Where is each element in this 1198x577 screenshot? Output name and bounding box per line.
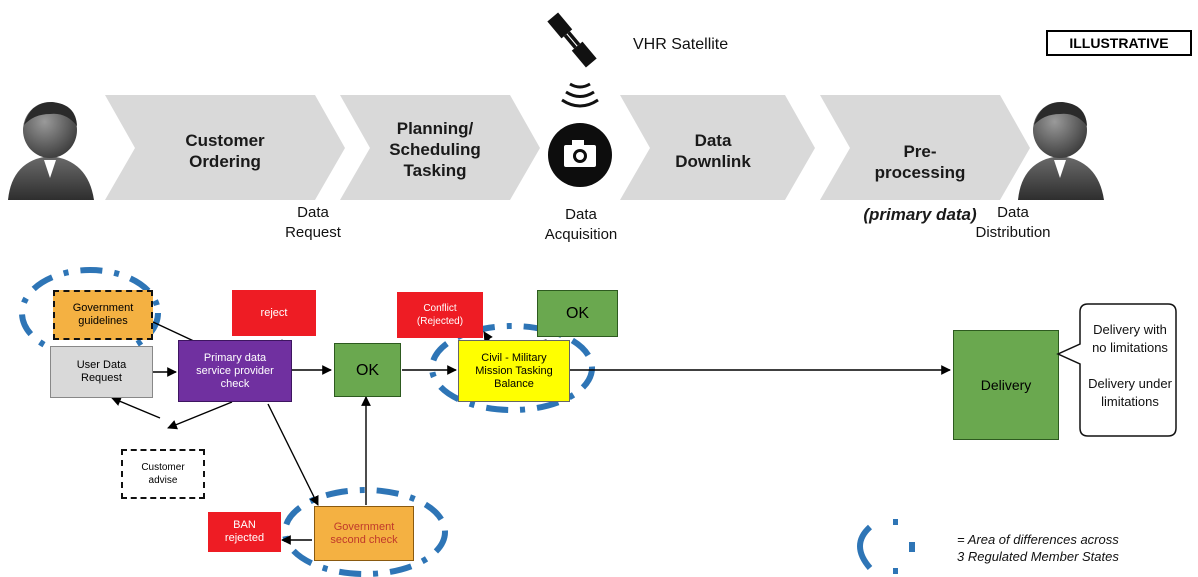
milestone-data-acquisition: Data Acquisition	[544, 206, 618, 243]
callout-under-limitations: Delivery under limitations	[1088, 376, 1172, 409]
customer-advise-label: Customer advise	[141, 462, 185, 486]
civil-military-box: Civil - Military Mission Tasking Balance	[458, 340, 570, 402]
callout-no-limitations: Delivery with no limitations	[1092, 322, 1168, 355]
milestone-data-request: Data Request	[285, 204, 341, 241]
ok-box-2: OK	[537, 290, 618, 337]
reject-box: reject	[232, 290, 316, 336]
satellite-label: VHR Satellite	[633, 36, 729, 53]
reject-label: reject	[260, 306, 288, 319]
government-second-check-box: Government second check	[314, 506, 414, 561]
step-planning: Planning/ Scheduling Tasking	[389, 119, 481, 180]
signal-waves-icon	[561, 82, 599, 108]
illustrative-badge: ILLUSTRATIVE	[1046, 30, 1192, 56]
ban-rejected-box: BAN rejected	[208, 512, 281, 552]
chevron-planning	[340, 95, 540, 200]
legend-ellipse-icon	[857, 519, 915, 574]
difference-area-civil-military	[429, 323, 595, 413]
delivery-label: Delivery	[980, 376, 1032, 393]
step-preprocessing-label: Pre- processing	[874, 142, 966, 182]
government-second-check-label: Government second check	[330, 520, 398, 546]
step-customer-ordering: Customer Ordering	[185, 131, 265, 171]
ok-box-1: OK	[334, 343, 401, 397]
arrow-check-to-second-check	[267, 403, 319, 506]
difference-area-government-second-check	[282, 487, 448, 577]
civil-military-label: Civil - Military Mission Tasking Balance	[475, 351, 553, 390]
chevron-customer-ordering	[105, 95, 345, 200]
milestone-data-distribution: Data Distribution	[975, 204, 1051, 241]
ok-label-2: OK	[565, 305, 590, 322]
primary-check-label: Primary data service provider check	[196, 351, 274, 390]
step-data-downlink: Data Downlink	[675, 131, 751, 171]
chevron-data-downlink	[620, 95, 815, 200]
customer-advise-box: Customer advise	[121, 449, 205, 499]
step-preprocessing: Pre- processing (primary data)	[845, 120, 995, 225]
primary-check-box: Primary data service provider check	[178, 340, 292, 402]
delivery-box: Delivery	[953, 330, 1059, 440]
step-preprocessing-sub: (primary data)	[863, 205, 977, 224]
conflict-label: Conflict (Rejected)	[416, 303, 464, 327]
arrow-customer-advise-to-request	[111, 396, 161, 419]
delivery-callout-bubble	[1056, 303, 1177, 437]
camera-icon	[548, 123, 612, 187]
government-guidelines-box: Government guidelines	[53, 290, 153, 340]
conflict-box: Conflict (Rejected)	[397, 292, 483, 338]
ban-rejected-label: BAN rejected	[224, 519, 265, 544]
chevron-preprocessing	[820, 95, 1030, 200]
user-data-request-label: User Data Request	[76, 359, 127, 384]
arrow-check-to-customer-advise	[167, 401, 233, 430]
satellite-icon	[547, 12, 597, 68]
user-data-request-box: User Data Request	[50, 346, 153, 398]
legend-text: = Area of differences across 3 Regulated…	[957, 532, 1119, 564]
ok-label-1: OK	[355, 361, 380, 379]
government-guidelines-label: Government guidelines	[72, 302, 134, 327]
person-icon-left	[8, 102, 94, 200]
person-icon-right	[1018, 102, 1104, 200]
